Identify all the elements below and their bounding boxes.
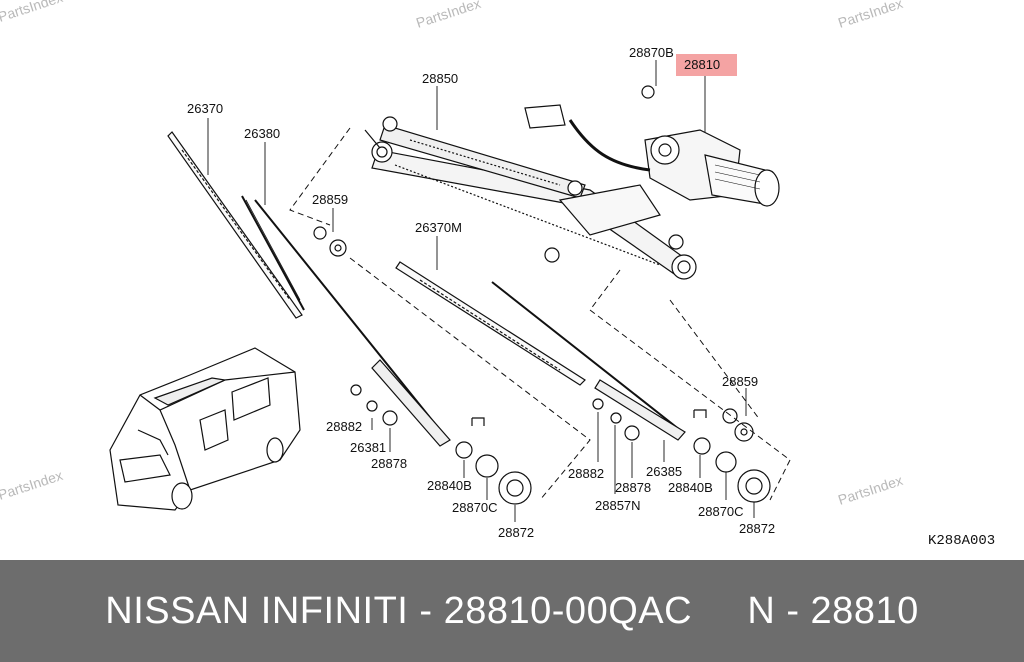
assembly-dashes <box>289 127 791 501</box>
label-28840B-right: 28840B <box>668 480 713 495</box>
footer-bar: NISSAN INFINITI - 28810-00QAC N - 28810 <box>0 560 1024 662</box>
label-28882-right: 28882 <box>568 466 604 481</box>
highlight-box <box>676 54 737 76</box>
label-28850: 28850 <box>422 71 458 86</box>
label-28878-left: 28878 <box>371 456 407 471</box>
parts-diagram: PartsIndex PartsIndex PartsIndex PartsIn… <box>0 0 996 549</box>
wiper-motor <box>524 85 780 207</box>
watermark: PartsIndex <box>0 467 65 503</box>
label-28882-left: 28882 <box>326 419 362 434</box>
label-28870B: 28870B <box>629 45 674 60</box>
watermark: PartsIndex <box>836 472 905 508</box>
label-26370: 26370 <box>187 101 223 116</box>
label-28878-right: 28878 <box>615 480 651 495</box>
diagram-svg: PartsIndex PartsIndex PartsIndex PartsIn… <box>0 0 995 549</box>
label-28870C-left: 28870C <box>452 500 498 515</box>
watermark: PartsIndex <box>0 0 65 25</box>
label-28870C-right: 28870C <box>698 504 744 519</box>
watermark: PartsIndex <box>836 0 905 31</box>
wiper-blade-26370M <box>395 261 586 386</box>
watermark: PartsIndex <box>414 0 483 31</box>
leader-lines <box>207 60 755 522</box>
label-26381: 26381 <box>350 440 386 455</box>
wiper-blade-26380 <box>241 195 305 311</box>
fasteners-left <box>313 226 532 505</box>
wiper-blade-26370 <box>167 131 303 319</box>
label-28859-right: 28859 <box>722 374 758 389</box>
label-26370M: 26370M <box>415 220 462 235</box>
label-28872-right: 28872 <box>739 521 775 536</box>
wiper-arm-left <box>254 199 451 447</box>
diagram-code: K288A003 <box>928 533 995 549</box>
label-26385: 26385 <box>646 464 682 479</box>
label-28840B-left: 28840B <box>427 478 472 493</box>
label-28857N: 28857N <box>595 498 641 513</box>
label-28810: 28810 <box>684 57 720 72</box>
wiper-arm-right <box>491 281 686 441</box>
wiper-linkage <box>364 116 697 280</box>
label-28872-left: 28872 <box>498 525 534 540</box>
part-number-title: NISSAN INFINITI - 28810-00QAC N - 28810 <box>105 590 919 632</box>
label-26380: 26380 <box>244 126 280 141</box>
label-28859-left: 28859 <box>312 192 348 207</box>
van-illustration <box>109 347 301 511</box>
